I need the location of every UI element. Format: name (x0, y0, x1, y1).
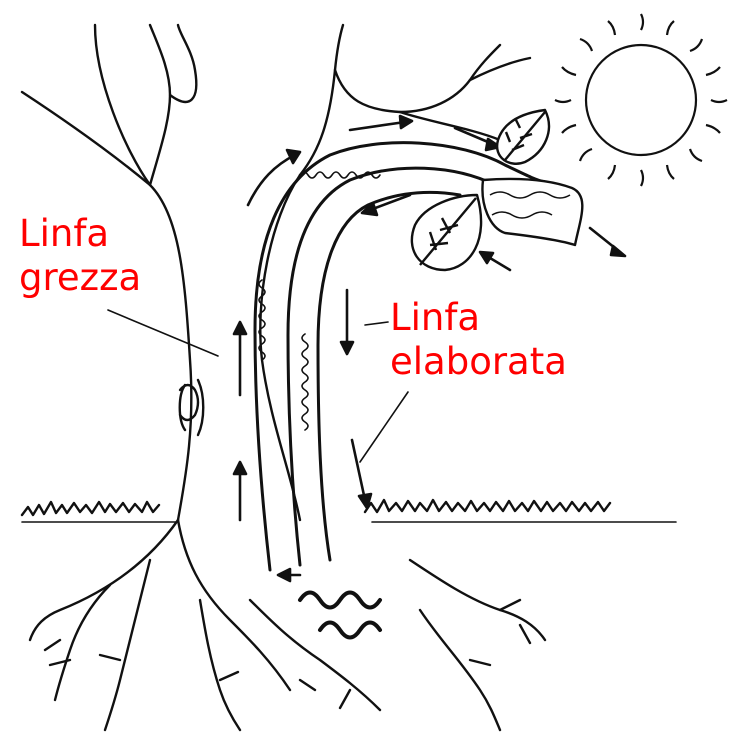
label-linfa-grezza-line1: Linfa (19, 212, 141, 256)
tree-branches (95, 25, 530, 185)
root-tangle (300, 593, 380, 638)
label-linfa-grezza-line2: grezza (19, 256, 141, 300)
label-linfa-elaborata-line2: elaborata (390, 340, 567, 384)
ground-grass (22, 500, 676, 522)
label-linfa-elaborata: Linfa elaborata (390, 296, 567, 384)
leaf-icon (412, 110, 582, 270)
sun-icon (555, 14, 727, 186)
label-linfa-elaborata-line1: Linfa (390, 296, 567, 340)
tree-roots (30, 520, 545, 730)
label-linfa-grezza: Linfa grezza (19, 212, 141, 300)
